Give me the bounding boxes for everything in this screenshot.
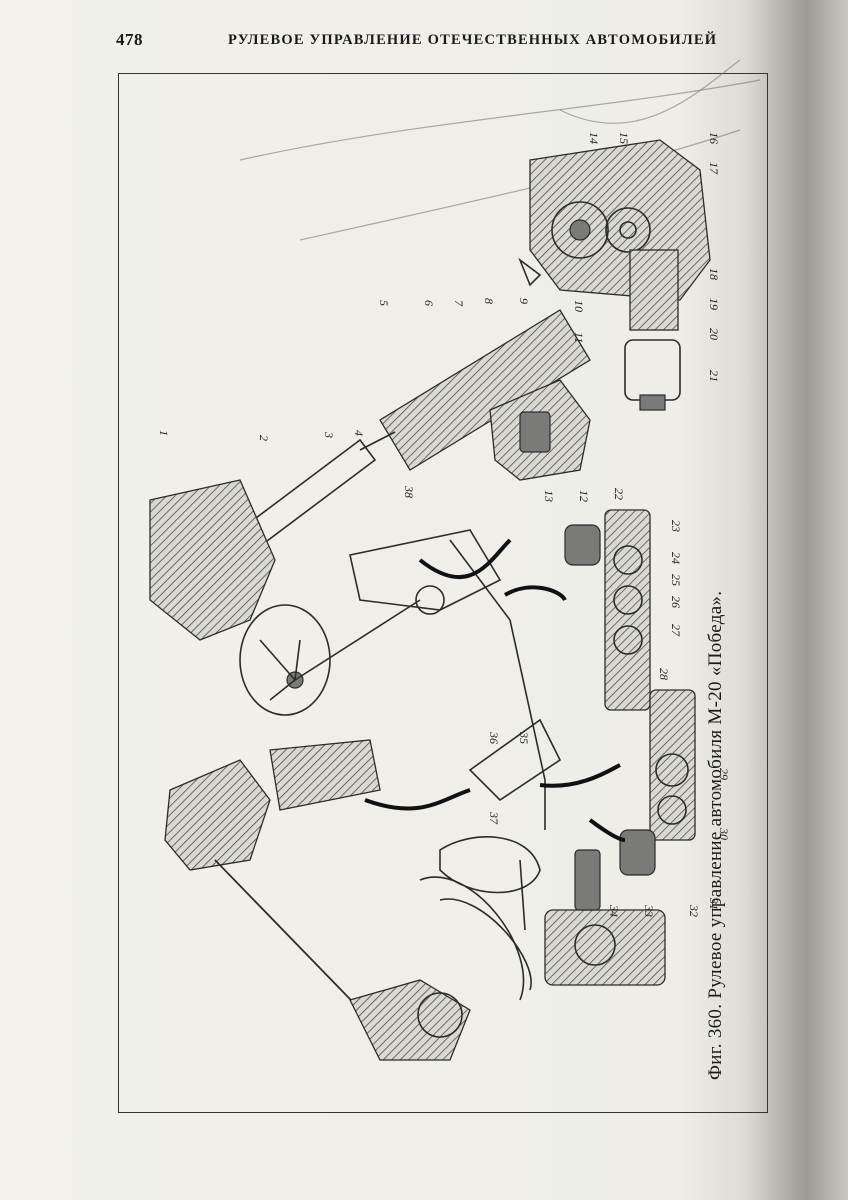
callout-19: 19 — [707, 298, 721, 310]
callout-3: 3 — [322, 431, 336, 438]
callout-30: 30 — [717, 827, 731, 840]
callout-4: 4 — [352, 430, 366, 436]
callout-13: 13 — [542, 490, 556, 502]
callout-21: 21 — [707, 370, 721, 382]
callout-31: 31 — [707, 897, 721, 910]
callout-9: 9 — [517, 298, 531, 304]
callout-26: 26 — [669, 596, 683, 608]
callout-29: 29 — [717, 768, 731, 780]
callout-22: 22 — [612, 488, 626, 500]
ball-joint-sections-drawing — [544, 509, 696, 986]
callout-14: 14 — [587, 132, 601, 144]
callout-25: 25 — [669, 574, 683, 586]
callout-28: 28 — [657, 668, 671, 680]
callout-32: 32 — [687, 904, 701, 917]
axle-drawing — [164, 739, 532, 1061]
callout-37: 37 — [487, 811, 501, 825]
steering-gearbox-drawing — [518, 139, 711, 411]
callout-11: 11 — [572, 332, 586, 343]
steering-column-drawing — [149, 309, 591, 641]
callout-24: 24 — [669, 552, 683, 564]
callout-35: 35 — [517, 731, 531, 744]
callout-23: 23 — [669, 520, 683, 532]
callout-12: 12 — [577, 490, 591, 502]
callout-labels: 1 2 3 4 5 6 7 8 9 10 11 12 13 14 15 16 1… — [157, 132, 731, 917]
callout-15: 15 — [617, 132, 631, 144]
steering-wheel-drawing — [239, 599, 421, 716]
callout-34: 34 — [607, 904, 621, 917]
figure-frame — [118, 73, 768, 1113]
callout-38: 38 — [402, 485, 416, 498]
callout-2: 2 — [257, 435, 271, 441]
callout-33: 33 — [642, 904, 656, 917]
running-head: РУЛЕВОЕ УПРАВЛЕНИЕ ОТЕЧЕСТВЕННЫХ АВТОМОБ… — [228, 32, 718, 48]
callout-5: 5 — [377, 300, 391, 306]
callout-16: 16 — [707, 132, 721, 144]
callout-8: 8 — [482, 298, 496, 304]
callout-1: 1 — [157, 430, 171, 436]
callout-27: 27 — [669, 624, 683, 637]
figure-caption: Фиг. 360. Рулевое управление автомобиля … — [705, 590, 726, 1080]
page-number: 478 — [116, 30, 143, 49]
linkage-drawing — [349, 529, 562, 931]
callout-7: 7 — [452, 300, 466, 307]
callout-18: 18 — [707, 268, 721, 280]
callout-6: 6 — [422, 300, 436, 306]
callout-17: 17 — [707, 162, 721, 175]
callout-20: 20 — [707, 328, 721, 340]
callout-10: 10 — [572, 300, 586, 312]
callout-36: 36 — [487, 731, 501, 744]
